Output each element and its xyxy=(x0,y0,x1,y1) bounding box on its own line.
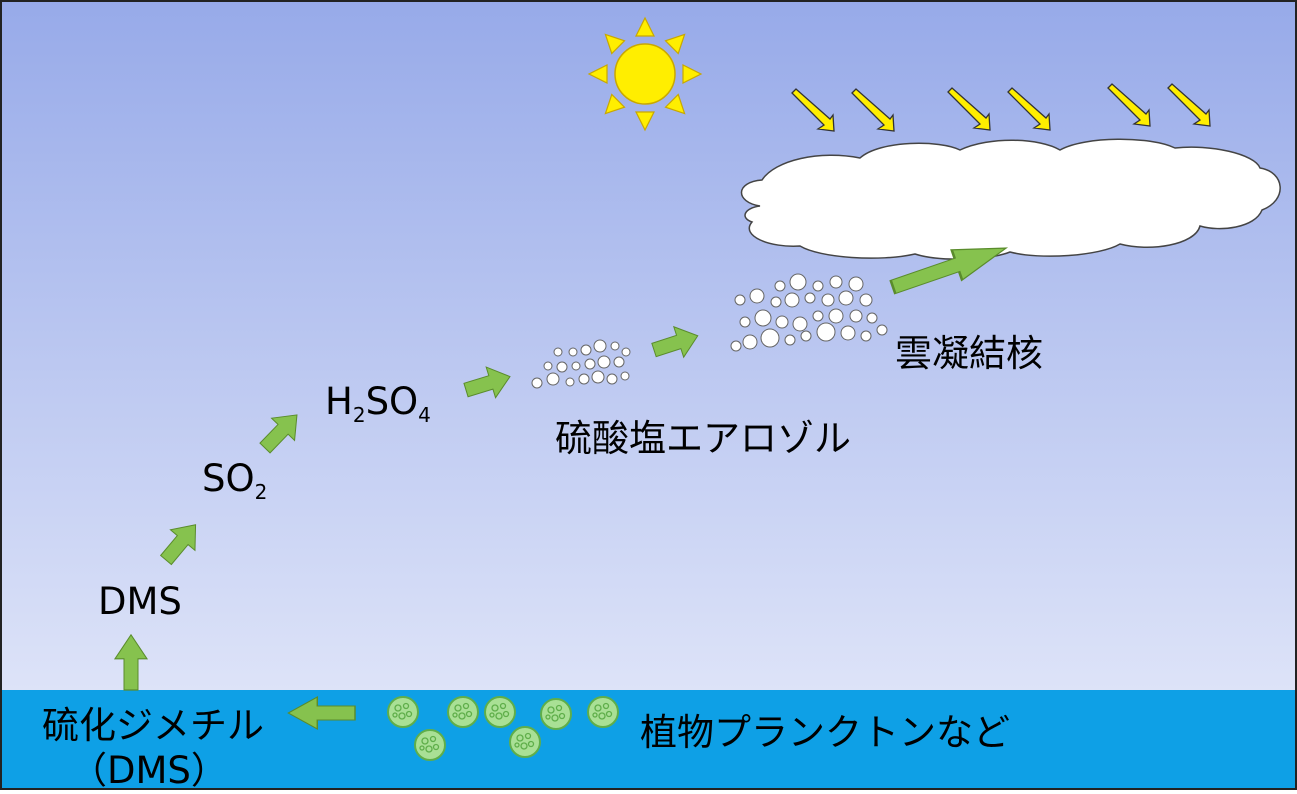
so2-label: SO2 xyxy=(202,457,267,504)
h2so4-sub1: 2 xyxy=(352,403,366,427)
so2-main: SO xyxy=(202,457,255,500)
h2so4-h: H xyxy=(325,380,353,423)
dms-full-line2: （DMS） xyxy=(70,749,228,792)
h2so4-label: H2SO4 xyxy=(325,380,431,427)
cloud-condensation-nuclei-icon xyxy=(730,273,888,352)
reflected-sunlight-arrow-icon xyxy=(791,83,1211,132)
sun-icon xyxy=(587,16,703,132)
sea-band xyxy=(0,690,1297,790)
h2so4-so: SO xyxy=(365,380,419,423)
so2-sub: 2 xyxy=(254,480,268,504)
h2so4-sub2: 4 xyxy=(418,403,431,427)
cloud-icon xyxy=(740,138,1281,260)
dms-label: DMS xyxy=(98,580,182,623)
ocean-label: 植物プランクトンなど xyxy=(640,711,1010,754)
sulfate-aerosol-label: 硫酸塩エアロゾル xyxy=(555,417,851,460)
dms-full-line1: 硫化ジメチル xyxy=(42,704,264,747)
aerosol-particles-icon xyxy=(531,339,631,389)
ccn-label: 雲凝結核 xyxy=(895,332,1043,375)
